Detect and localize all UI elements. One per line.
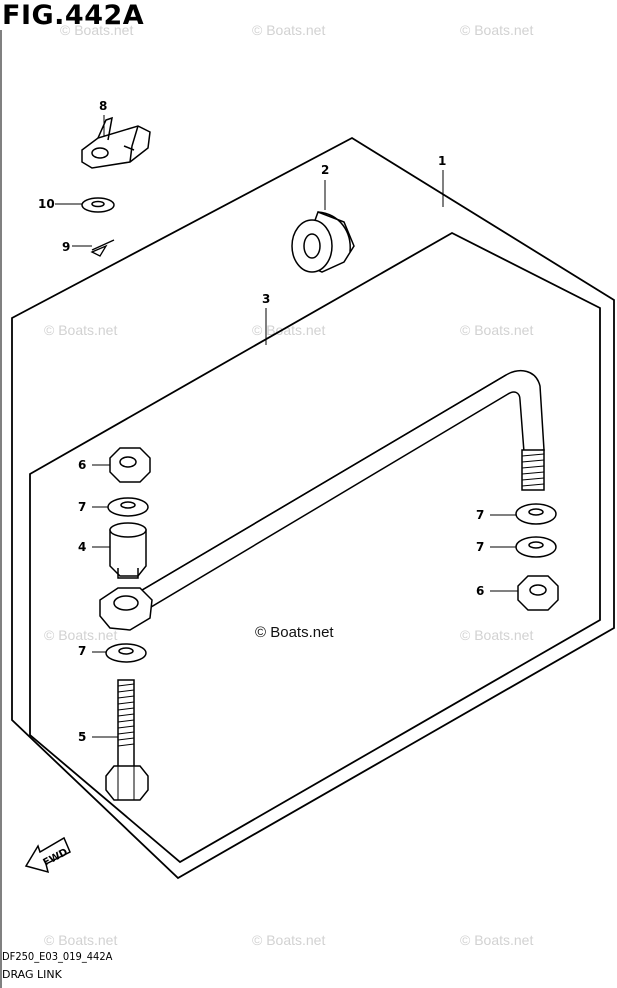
figure-title: FIG.442A (2, 0, 145, 31)
callout-1: 1 (438, 154, 447, 168)
callout-7: 7 (476, 540, 485, 554)
watermark: © Boats.net (460, 627, 534, 643)
watermark: © Boats.net (252, 322, 326, 338)
washer-part-7-right-bottom (515, 536, 557, 558)
callout-10: 10 (38, 197, 55, 211)
callout-8: 8 (99, 99, 108, 113)
watermark: © Boats.net (44, 932, 118, 948)
callout-6: 6 (78, 458, 87, 472)
callout-7: 7 (476, 508, 485, 522)
callout-7: 7 (78, 644, 87, 658)
callout-7: 7 (78, 500, 87, 514)
leader-lines (55, 115, 518, 738)
watermark: © Boats.net (460, 932, 534, 948)
nut-part-6-left (109, 447, 151, 483)
washer-part-7-left-bottom (105, 643, 147, 663)
watermark: © Boats.net (44, 627, 118, 643)
model-code: DF250_E03_019_442A (2, 950, 113, 963)
watermark: © Boats.net (252, 22, 326, 38)
watermark-center: © Boats.net (255, 624, 334, 641)
clip-part-8 (81, 116, 151, 169)
kit-outline-1 (11, 136, 615, 880)
section-name: DRAG LINK (2, 968, 62, 981)
watermark: © Boats.net (460, 322, 534, 338)
callout-5: 5 (78, 730, 87, 744)
washer-part-10 (81, 197, 115, 213)
callout-9: 9 (62, 240, 71, 254)
collar-part-4 (109, 522, 147, 579)
watermark: © Boats.net (60, 22, 134, 38)
callout-4: 4 (78, 540, 87, 554)
nut-part-6-right (517, 575, 559, 611)
callout-6: 6 (476, 584, 485, 598)
bushing-part-2 (291, 211, 355, 273)
callout-3: 3 (262, 292, 271, 306)
washer-part-7-left-top (107, 497, 149, 517)
watermark: © Boats.net (252, 932, 326, 948)
watermark: © Boats.net (460, 22, 534, 38)
cotter-pin-part-9 (90, 239, 115, 257)
drag-link-rod-part-3 (99, 369, 545, 631)
fwd-arrow-icon: FWD (24, 836, 71, 874)
callout-2: 2 (321, 163, 330, 177)
washer-part-7-right-top (515, 503, 557, 525)
bolt-part-5 (105, 679, 149, 801)
kit-outline-3 (29, 231, 601, 864)
watermark: © Boats.net (44, 322, 118, 338)
